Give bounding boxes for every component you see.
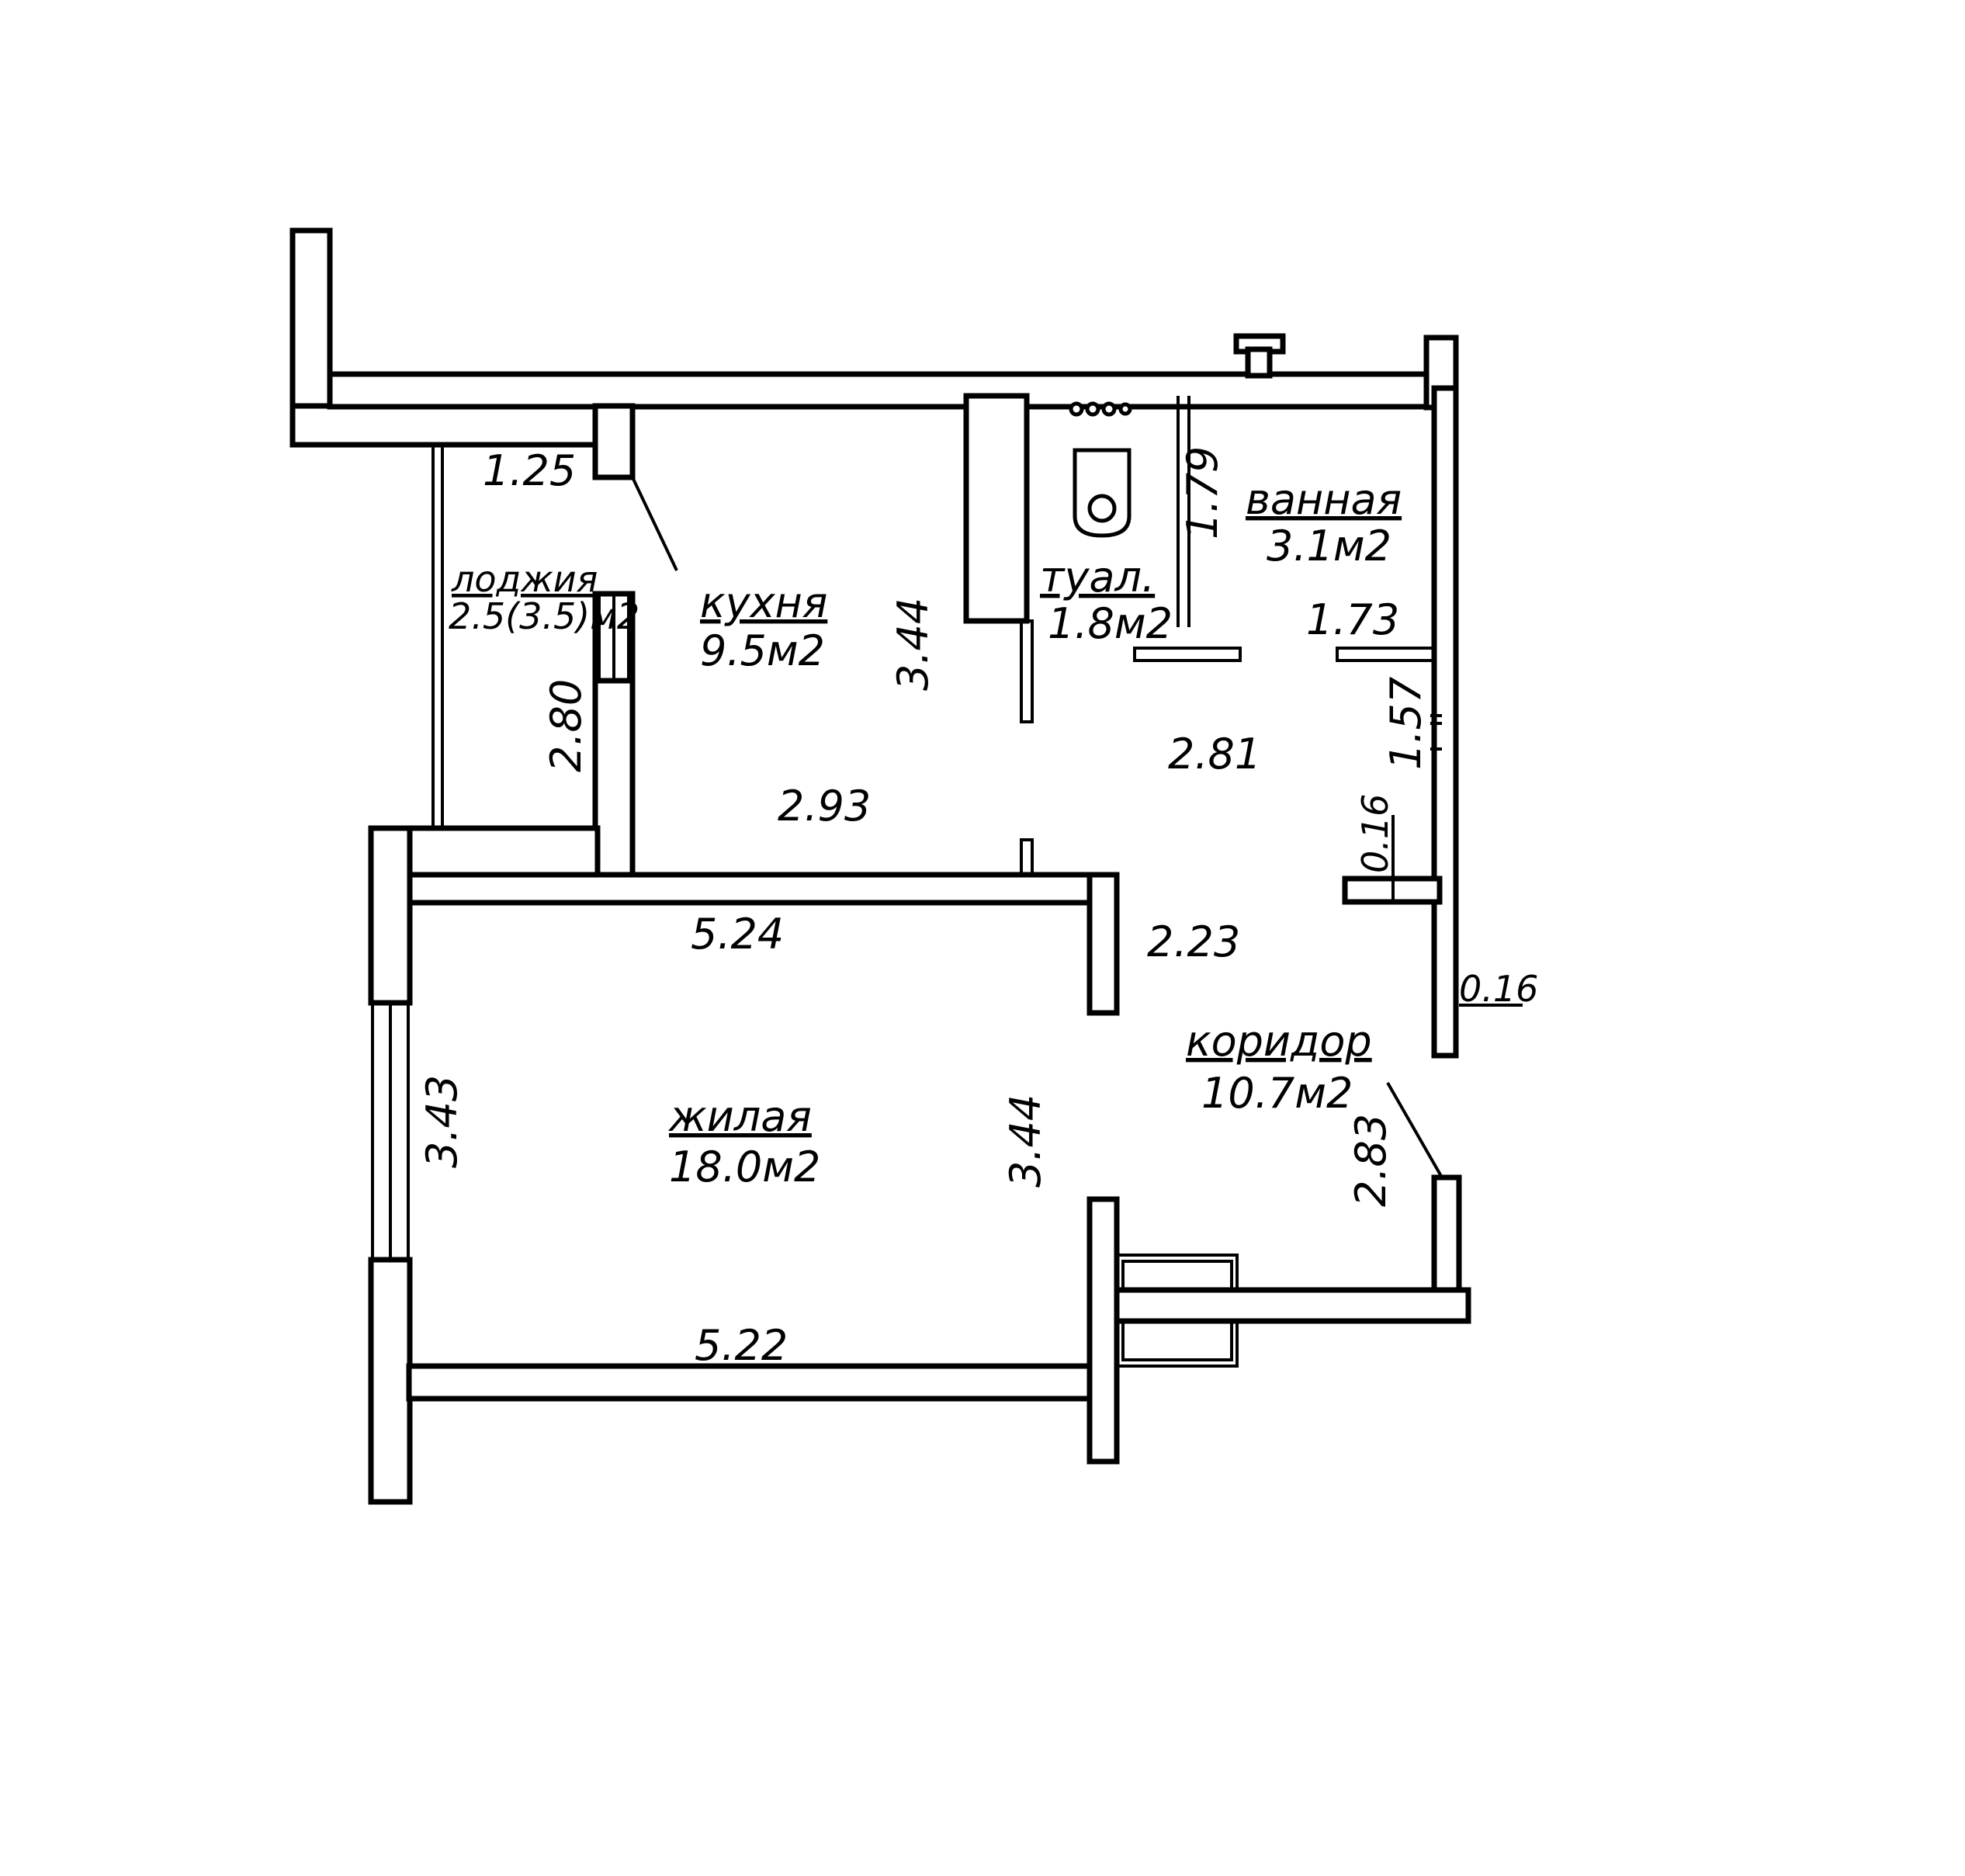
dim-corridor-upper: 2.81: [1168, 730, 1261, 778]
wall-living-right-upper: [1086, 872, 1120, 1016]
wall-loggia-bottom: [406, 825, 601, 878]
dim-kitchen-depth: 3.44: [889, 598, 937, 691]
toilet-bowl: [1073, 448, 1132, 538]
dim-loggia-width: 1.25: [483, 446, 576, 495]
thin-lines: [371, 396, 1523, 1368]
wall-living-bottom: [406, 1363, 1120, 1402]
corridor-area: 10.7м2: [1201, 1069, 1353, 1118]
dim-corridor-entry: 2.83: [1346, 1114, 1395, 1207]
bathroom-area: 3.1м2: [1267, 522, 1391, 570]
living-area: 18.0м2: [669, 1143, 820, 1191]
wall-living-left-top: [368, 825, 413, 1006]
wall-top-left-horizontal: [289, 403, 624, 448]
toilet-area: 1.8м2: [1048, 599, 1173, 648]
wall-living-left-bottom: [368, 1257, 413, 1505]
loggia-name: лоджия: [451, 558, 598, 600]
dim-living-bottom: 5.22: [695, 1321, 788, 1370]
dim-wall-thin-b: 0.16: [1459, 968, 1538, 1010]
dim-bathroom-width: 1.73: [1306, 595, 1399, 644]
wall-kitchen-loggia: [592, 678, 636, 878]
wall-top-vent-neck: [1245, 346, 1273, 379]
dim-corridor-lower: 2.23: [1147, 917, 1240, 966]
living-name: жилая: [667, 1092, 812, 1141]
corridor-name: коридор: [1186, 1017, 1372, 1066]
dim-living-window: 3.43: [418, 1075, 466, 1168]
loggia-area: 2.5(3.5)м2: [449, 595, 639, 637]
dim-living-depth: 3.44: [1001, 1094, 1050, 1188]
dim-toilet-length: 1.79: [1178, 446, 1227, 539]
dim-living-top: 5.24: [691, 910, 784, 959]
toilet-fixture: [1069, 401, 1132, 538]
wall-shaft: [963, 393, 1030, 624]
bathroom-name: ванная: [1246, 475, 1402, 524]
room-labels: кухня 9.5м2 туал. 1.8м2 ванная 3.1м2 лод…: [449, 475, 1402, 1191]
wall-top: [327, 371, 1430, 410]
dim-wall-thin-a: 0.16: [1354, 794, 1396, 873]
wall-column-top: [592, 403, 636, 480]
kitchen-name: кухня: [700, 578, 827, 627]
walls: [289, 227, 1471, 1505]
wall-corridor-entry-foot: [1114, 1287, 1471, 1324]
dim-loggia-length: 2.80: [542, 679, 591, 772]
wall-kitchen-living: [406, 872, 1120, 906]
wall-living-right-lower: [1086, 1196, 1120, 1465]
toilet-name: туал.: [1040, 553, 1155, 602]
dim-corridor-niche: 1.57: [1381, 677, 1430, 770]
dim-kitchen-width: 2.93: [778, 782, 871, 831]
kitchen-area: 9.5м2: [700, 626, 825, 675]
dimension-labels: 1.25 2.80 3.44 2.93 1.79 1.73 2.81 1.57 …: [418, 446, 1538, 1370]
